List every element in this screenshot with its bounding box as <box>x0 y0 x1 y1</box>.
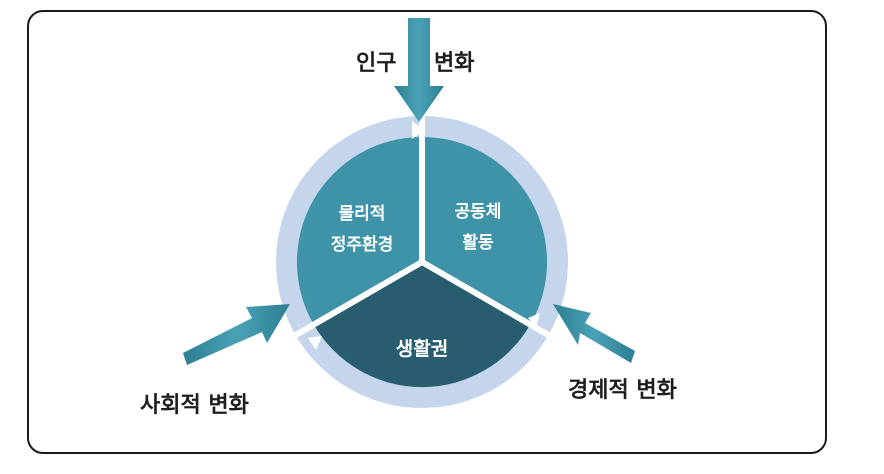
cycle-arrowhead-top <box>412 121 424 139</box>
label-economic-change: 경제적 변화 <box>568 378 677 403</box>
label-population: 인구 <box>356 51 396 76</box>
diagram-frame <box>27 10 827 454</box>
label-segment-right-line1: 공동체 <box>455 202 502 222</box>
label-segment-right-line2: 활동 <box>462 232 494 253</box>
cycle-arrowhead-right <box>528 313 540 328</box>
label-segment-left-line2: 정주환경 <box>331 235 394 255</box>
label-segment-left-line1: 물리적 <box>339 204 386 224</box>
label-segment-bottom: 생활권 <box>396 338 448 360</box>
divider-left <box>292 259 424 339</box>
arrow-social-change <box>183 304 290 365</box>
arrow-economic-change <box>553 304 635 363</box>
cycle-arrowhead-left <box>308 336 322 350</box>
arrow-population-change <box>394 18 444 122</box>
label-change-top: 변화 <box>434 51 474 76</box>
divider-right <box>420 259 552 339</box>
label-social-change: 사회적 변화 <box>140 393 249 418</box>
